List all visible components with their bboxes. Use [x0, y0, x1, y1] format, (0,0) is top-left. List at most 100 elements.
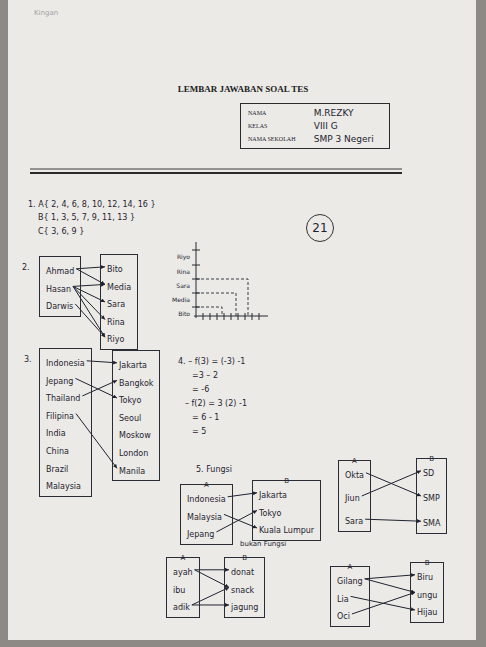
answer-text: 4. – f(3) = (-3) -1 — [178, 357, 245, 366]
set-member: snack — [230, 579, 255, 597]
member-name: Manila — [119, 467, 145, 476]
member-name: Jepang — [46, 377, 73, 386]
box-heading: A — [180, 554, 185, 562]
set-member: Thailand — [45, 387, 81, 405]
member-name: Malaysia — [46, 482, 81, 491]
label-slot: C{ 3, 6, 9 } — [38, 220, 84, 238]
box-heading: B — [425, 559, 430, 567]
set-member: Jepang — [186, 523, 215, 541]
member-name: Okta — [345, 471, 364, 480]
answer-text: = 6 - 1 — [192, 413, 219, 422]
member-name: Indonesia — [46, 359, 85, 368]
set-box: BBiruunguHijau — [410, 562, 444, 623]
member-name: Ahmad — [46, 267, 74, 276]
member-name: Tokyo — [259, 509, 281, 518]
set-member: Hasan — [45, 278, 72, 296]
set-box: Bdonatsnackjagung — [224, 557, 265, 618]
mapping-arrow — [75, 378, 117, 398]
member-name: SD — [423, 469, 434, 478]
label-slot: Kingan — [34, 1, 58, 19]
heading-slot: A — [352, 449, 357, 467]
member-name: Filipina — [46, 412, 74, 421]
member-name: Malaysia — [187, 513, 222, 522]
member-name: snack — [231, 586, 254, 595]
score-circle: 21 — [306, 214, 334, 242]
member-name: China — [46, 447, 69, 456]
set-member: Manila — [118, 460, 146, 478]
member-name: Biru — [417, 573, 433, 582]
sheet-title: LEMBAR JAWABAN SOAL TES — [178, 84, 309, 94]
set-box: BJakartaTokyoKuala Lumpur — [252, 480, 321, 541]
set-member: Filipina — [45, 405, 75, 423]
member-name: Sara — [107, 300, 125, 309]
set-box: AOktaJiunSara — [338, 460, 371, 532]
set-member: Malaysia — [45, 475, 82, 493]
mapping-arrow — [365, 575, 415, 579]
member-name: Bangkok — [119, 379, 153, 388]
question-number: 3. — [24, 355, 32, 364]
question-number: 2. — [22, 263, 30, 272]
member-name: donat — [231, 568, 254, 577]
label-slot: Rina — [177, 260, 190, 278]
member-name: Jakarta — [259, 491, 287, 500]
member-name: Brazil — [46, 465, 68, 474]
member-name: Oci — [337, 612, 350, 621]
graph-dashes — [196, 279, 248, 316]
answer-text: = 5 — [192, 427, 206, 436]
heading-slot: B — [284, 469, 289, 487]
set-member: Sara — [344, 510, 364, 528]
set-member: Gilang — [336, 570, 364, 588]
field-value: VIII G — [314, 121, 382, 131]
heading-slot: A — [180, 546, 185, 564]
faint-note: Kingan — [34, 9, 58, 17]
set-member: Ahmad — [45, 260, 75, 278]
mapping-arrow — [365, 519, 421, 521]
set-member: Riyo — [106, 328, 125, 346]
set-box: AIndonesiaMalaysiaJepang — [180, 484, 233, 545]
mapping-arrow — [216, 510, 257, 532]
mapping-arrow — [365, 579, 415, 593]
set-box: AGilangLiaOci — [330, 566, 370, 627]
label-slot: 5. Fungsi — [196, 458, 232, 476]
heading-slot: A — [204, 473, 209, 491]
set-member: Jepang — [45, 370, 74, 388]
rule-line — [30, 172, 402, 174]
member-name: India — [46, 429, 66, 438]
label-slot: 3. — [24, 348, 32, 366]
member-name: SMP — [423, 494, 440, 503]
set-member: Tokyo — [258, 502, 282, 520]
axis-label: Media — [172, 296, 190, 303]
member-name: Tokyo — [119, 396, 141, 405]
set-member: SD — [422, 462, 435, 480]
set-box: Aayahibuadik — [166, 557, 200, 618]
member-name: Moskow — [119, 431, 151, 440]
field-label: NAMA SEKOLAH — [248, 136, 304, 142]
member-name: Kuala Lumpur — [259, 526, 314, 535]
set-member: Brazil — [45, 458, 69, 476]
label-slot: – f(2) = 3 (2) -1 — [185, 392, 247, 410]
field-label: KELAS — [248, 123, 304, 129]
box-heading: A — [352, 457, 357, 465]
mapping-arrow — [352, 592, 415, 614]
label-slot: Riyo — [177, 245, 190, 263]
set-member: SMP — [422, 487, 441, 505]
member-name: Jepang — [187, 530, 214, 539]
axis-label: Rina — [177, 268, 190, 275]
set-member: India — [45, 422, 67, 440]
answer-text: =3 – 2 — [192, 371, 218, 380]
graph-axes — [192, 242, 268, 320]
set-box: JakartaBangkokTokyoSeoulMoskowLondonMani… — [112, 350, 160, 481]
heading-slot: B — [429, 447, 434, 465]
label-slot: B{ 1, 3, 5, 7, 9, 11, 13 } — [38, 206, 135, 224]
set-member: ayah — [172, 561, 194, 579]
member-name: jagung — [231, 603, 258, 612]
set-member: Jakarta — [258, 484, 288, 502]
set-box: BSDSMPSMA — [416, 458, 447, 534]
set-member: Media — [106, 276, 132, 294]
member-name: ungu — [417, 591, 437, 600]
mapping-arrow — [76, 414, 117, 469]
answer-text: C{ 3, 6, 9 } — [38, 227, 84, 236]
set-member: Darwis — [45, 295, 74, 313]
